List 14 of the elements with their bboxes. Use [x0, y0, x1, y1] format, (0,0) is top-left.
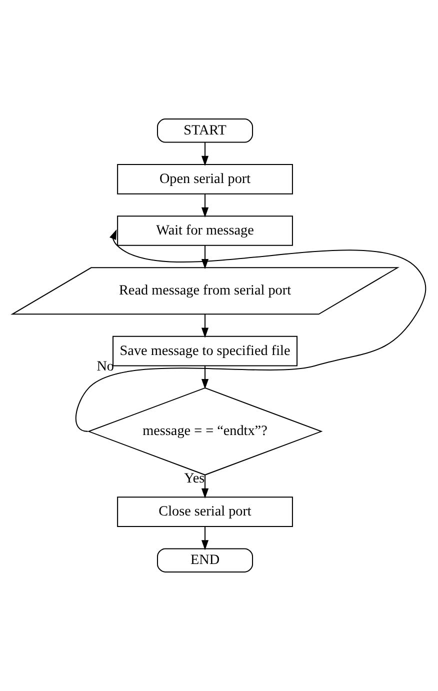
arrow	[201, 314, 209, 338]
edge-label: No	[96, 358, 114, 375]
arrow	[76, 229, 426, 432]
node-box: END	[157, 548, 254, 572]
arrow	[201, 142, 209, 166]
node-box: Save message to specified file	[112, 336, 298, 366]
node-box: Open serial port	[117, 164, 293, 194]
node-box: Wait for message	[117, 216, 293, 246]
arrow	[201, 194, 209, 218]
node-box: START	[157, 118, 254, 143]
node-box: Close serial port	[117, 496, 293, 527]
arrow	[201, 366, 209, 390]
arrow	[201, 526, 209, 550]
arrow	[201, 475, 209, 499]
